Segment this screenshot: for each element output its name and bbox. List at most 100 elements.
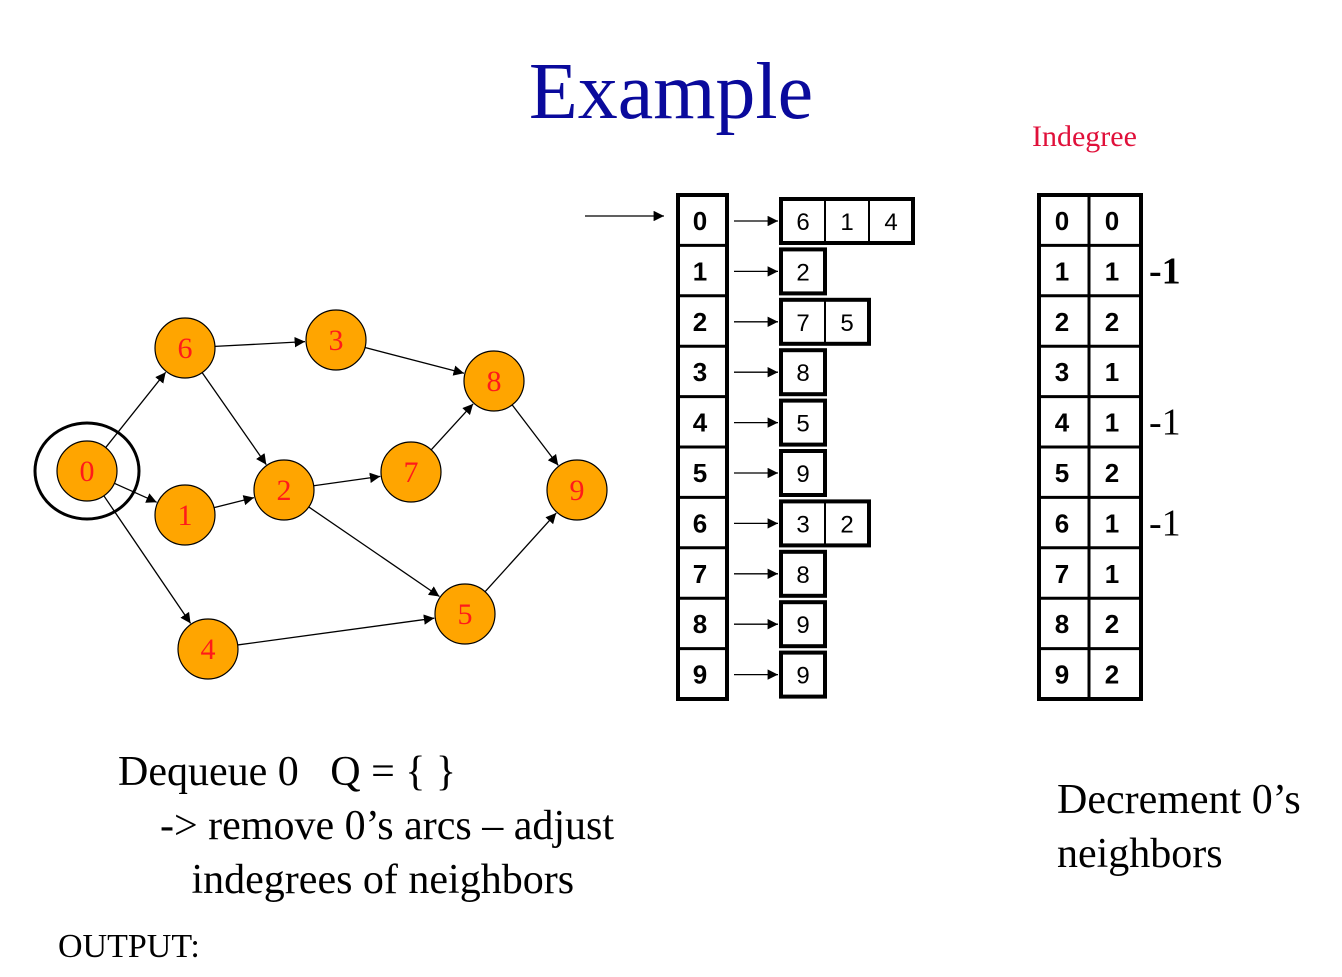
decrement-caption: Decrement 0’s neighbors [1057,777,1301,877]
graph-node-7: 7 [380,441,442,503]
neighbor-list-8: 9 [779,600,827,649]
adjacency-index-7: 7 [693,559,707,589]
neighbor-list-7: 8 [779,549,827,598]
indegree-value-8: 2 [1105,609,1119,639]
node-label: 5 [458,598,473,631]
adjacency-index-8: 8 [693,609,707,639]
indegree-heading: Indegree [1032,120,1137,153]
indegree-value-4: 1 [1105,408,1119,438]
indegree-value-2: 2 [1105,307,1119,337]
neighbor-2: 2 [840,511,853,538]
edge-2-5 [308,506,440,598]
neighbor-1: 1 [840,209,853,236]
neighbor-list-box [779,449,827,497]
adjacency-index-1: 1 [693,256,707,286]
node-circle [305,309,367,371]
node-circle [463,350,525,412]
edge-4-5 [237,614,435,646]
neighbor-5: 5 [840,310,853,337]
graph-node-2: 2 [253,459,315,521]
indegree-vertex-2: 2 [1055,307,1069,337]
indegree-vertex-4: 4 [1055,408,1070,438]
edge-0-4 [103,495,192,624]
neighbor-list-9: 9 [779,650,827,699]
decrement-mark-4: -1 [1149,402,1181,444]
indegree-value-5: 2 [1105,458,1119,488]
node-label: 2 [277,474,292,507]
edge-0-6 [105,371,167,448]
graph-node-0: 0 [56,440,118,502]
node-circle [434,583,496,645]
adjacency-index-3: 3 [693,357,707,387]
graph-nodes: 0 1 2 3 4 5 6 7 8 9 [33,309,608,680]
indegree-vertex-0: 0 [1055,206,1069,236]
neighbor-6: 6 [796,209,809,236]
output-label: OUTPUT: [58,928,200,965]
node-circle [253,459,315,521]
neighbor-list-5: 9 [779,449,827,497]
edge-0-1 [114,482,157,503]
indegree-value-3: 1 [1105,357,1119,387]
decrement-mark-1: -1 [1149,250,1181,292]
indegree-vertex-3: 3 [1055,357,1069,387]
node-label: 9 [570,474,585,507]
edge-6-3 [214,336,306,348]
edge-5-9 [484,512,557,593]
node-circle [177,618,239,680]
adjacency-index-2: 2 [693,307,707,337]
slide-title: Example [528,48,814,136]
node-label: 7 [404,456,419,489]
indegree-value-0: 0 [1105,206,1119,236]
node-circle [154,317,216,379]
indegree-value-7: 1 [1105,559,1119,589]
indegree-vertex-9: 9 [1055,660,1069,690]
node-label: 8 [487,365,502,398]
adjacency-index-5: 5 [693,458,707,488]
edge-6-2 [201,372,267,465]
node-circle [546,459,608,521]
neighbor-list-box [779,650,827,699]
neighbor-3: 3 [796,511,809,538]
graph-node-8: 8 [463,350,525,412]
node-label: 3 [329,324,344,357]
graph-node-6: 6 [154,317,216,379]
indegree-value-6: 1 [1105,508,1119,538]
edge-2-7 [313,472,381,487]
edge-8-9 [511,404,559,466]
decrement-mark-6: -1 [1149,502,1181,544]
neighbor-list-box [779,600,827,649]
edge-1-2 [213,495,255,509]
neighbor-list-box [779,549,827,598]
neighbor-8: 8 [796,360,809,387]
node-label: 4 [201,633,216,666]
indegree-value-1: 1 [1105,256,1119,286]
neighbor-list-1: 2 [779,247,827,296]
graph-node-1: 1 [154,484,216,546]
indegree-vertex-1: 1 [1055,256,1069,286]
graph-edges [103,336,559,646]
current-node-highlight [33,421,141,521]
neighbor-9: 9 [796,461,809,488]
node-label: 0 [80,455,95,488]
graph-node-3: 3 [305,309,367,371]
node-circle [154,484,216,546]
neighbor-list-box [779,247,827,296]
edge-7-8 [430,403,474,451]
indegree-vertex-7: 7 [1055,559,1069,589]
dequeue-caption: Dequeue 0 Q = { } -> remove 0’s arcs – a… [118,749,615,903]
neighbor-9: 9 [796,663,809,690]
adjacency-index-6: 6 [693,508,707,538]
adjacency-index-0: 0 [693,206,707,236]
neighbor-9: 9 [796,612,809,639]
adjacency-index-4: 4 [693,408,708,438]
node-circle [380,441,442,503]
graph-node-5: 5 [434,583,496,645]
indegree-vertex-8: 8 [1055,609,1069,639]
neighbor-list-3: 8 [779,348,827,397]
node-label: 1 [178,499,193,532]
